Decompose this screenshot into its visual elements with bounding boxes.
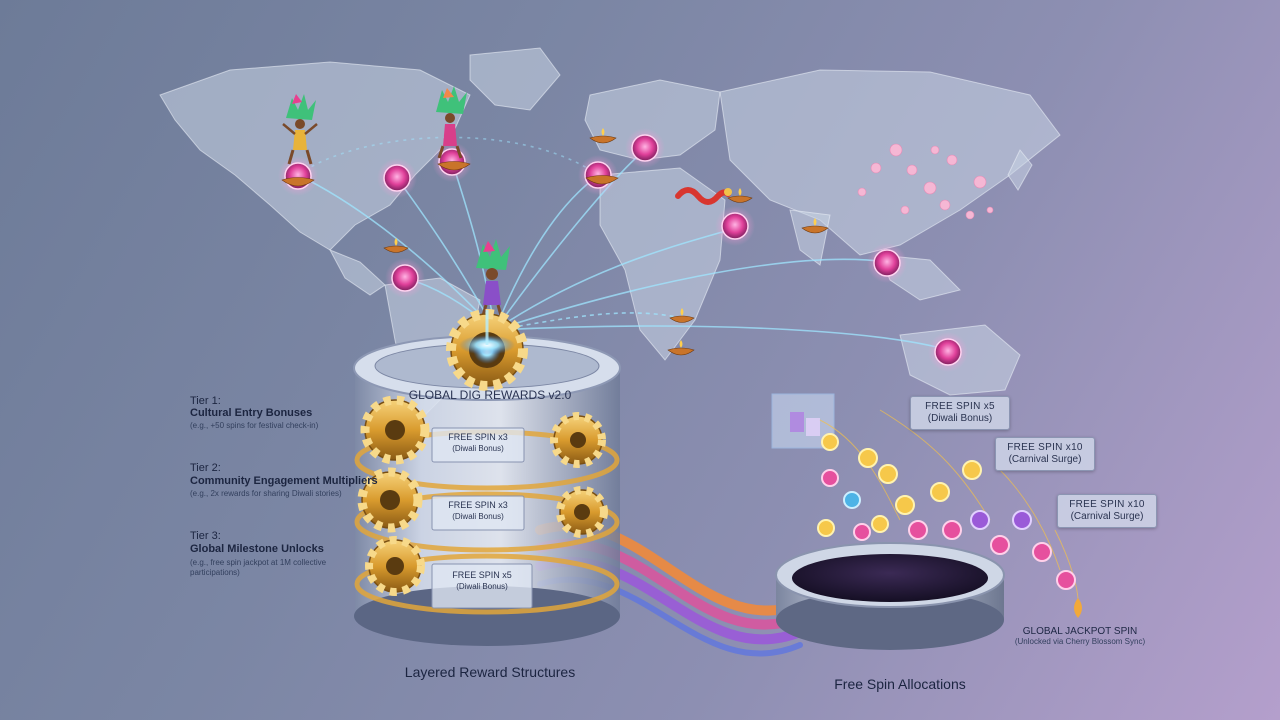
tier-2-example: (e.g., 2x rewards for sharing Diwali sto… bbox=[190, 489, 342, 498]
free-spin-card-sub: (Carnival Surge) bbox=[1008, 454, 1082, 465]
free-spin-card-title: FREE SPIN x10 bbox=[1069, 499, 1145, 510]
drum-label-plate bbox=[431, 427, 533, 609]
carnival-dancer-icon bbox=[436, 86, 467, 159]
diya-lamp-icon bbox=[281, 117, 829, 356]
asia bbox=[719, 69, 1061, 256]
spin-token bbox=[930, 482, 950, 502]
map-node bbox=[377, 158, 417, 198]
drum-label-sub: (Diwali Bonus) bbox=[456, 582, 508, 591]
europe bbox=[584, 79, 721, 161]
tier-3-name: Global Milestone Unlocks bbox=[190, 543, 324, 555]
spin-token bbox=[895, 495, 915, 515]
tier-2-name: Community Engagement Multipliers bbox=[190, 475, 378, 487]
central-america bbox=[328, 249, 386, 296]
drum-label-tier-2: FREE SPIN x3 (Diwali Bonus) bbox=[432, 500, 524, 522]
drum-label-title: FREE SPIN x5 bbox=[452, 570, 512, 580]
spin-token bbox=[817, 519, 835, 537]
drum-label-title: FREE SPIN x3 bbox=[448, 500, 508, 510]
spin-token bbox=[908, 520, 928, 540]
world-map bbox=[159, 47, 1061, 421]
north-america bbox=[159, 61, 471, 251]
map-node bbox=[278, 156, 318, 196]
tier-2-label: Tier 2: bbox=[190, 462, 221, 474]
map-node bbox=[715, 206, 755, 246]
gear-icon bbox=[360, 395, 430, 465]
tier-3-example: (e.g., free spin jackpot at 1M collectiv… bbox=[190, 558, 327, 577]
tier-1-label: Tier 1: bbox=[190, 395, 221, 407]
drum-label-tier-3: FREE SPIN x5 (Diwali Bonus) bbox=[432, 570, 532, 592]
jackpot-label: GLOBAL JACKPOT SPIN (Unlocked via Cherry… bbox=[1000, 626, 1160, 646]
portal-glow bbox=[459, 310, 515, 355]
free-spin-card-title: FREE SPIN x5 bbox=[925, 401, 995, 412]
drum-label-tier-1: FREE SPIN x3 (Diwali Bonus) bbox=[432, 432, 524, 454]
free-spin-card-sub: (Carnival Surge) bbox=[1070, 511, 1144, 522]
jackpot-title: GLOBAL JACKPOT SPIN bbox=[1022, 626, 1138, 637]
africa bbox=[599, 167, 726, 361]
dragon-icon bbox=[675, 187, 732, 205]
tier-1-example: (e.g., +50 spins for festival check-in) bbox=[190, 421, 319, 430]
spin-token bbox=[970, 510, 990, 530]
caption-layered-rewards: Layered Reward Structures bbox=[404, 664, 576, 680]
flame-icon bbox=[1074, 598, 1082, 618]
spin-token bbox=[858, 448, 878, 468]
carnival-dancer-icon bbox=[282, 94, 318, 165]
greenland bbox=[469, 47, 561, 111]
india bbox=[789, 209, 831, 266]
spin-token bbox=[990, 535, 1010, 555]
map-node bbox=[578, 155, 618, 195]
drum-label-sub: (Diwali Bonus) bbox=[452, 444, 504, 453]
free-spin-card-sub: (Diwali Bonus) bbox=[927, 413, 993, 424]
gear-icon bbox=[550, 412, 606, 468]
drum-title: GLOBAL DIG REWARDS v2.0 bbox=[408, 388, 572, 402]
collection-bowl bbox=[775, 542, 1005, 650]
gear-icon bbox=[556, 486, 608, 538]
carnival-dancer-icon bbox=[476, 239, 510, 320]
spin-token bbox=[843, 491, 861, 509]
spin-token bbox=[1056, 570, 1076, 590]
japan bbox=[1007, 149, 1033, 191]
spin-token bbox=[1012, 510, 1032, 530]
spin-token bbox=[853, 523, 871, 541]
free-spin-card: FREE SPIN x10 (Carnival Surge) bbox=[1057, 494, 1157, 528]
gear-icon bbox=[357, 467, 423, 533]
gear-icon bbox=[365, 536, 425, 596]
map-node bbox=[625, 128, 665, 168]
tier-1-name: Cultural Entry Bonuses bbox=[190, 407, 313, 419]
spin-token bbox=[821, 433, 839, 451]
free-spin-card: FREE SPIN x5 (Diwali Bonus) bbox=[910, 396, 1010, 430]
drum-label-sub: (Diwali Bonus) bbox=[452, 512, 504, 521]
free-spin-card-title: FREE SPIN x10 bbox=[1007, 442, 1083, 453]
spin-token bbox=[878, 464, 898, 484]
spin-token bbox=[962, 460, 982, 480]
map-node bbox=[928, 332, 968, 372]
caption-free-spin-allocations: Free Spin Allocations bbox=[834, 676, 966, 692]
cherry-blossom-icon bbox=[857, 143, 994, 220]
jackpot-sub: (Unlocked via Cherry Blossom Sync) bbox=[1014, 637, 1146, 646]
spin-token bbox=[821, 469, 839, 487]
spin-token bbox=[871, 515, 889, 533]
tier-3-label: Tier 3: bbox=[190, 530, 221, 542]
spin-token bbox=[1032, 542, 1052, 562]
map-node bbox=[385, 258, 425, 298]
free-spin-card: FREE SPIN x10 (Carnival Surge) bbox=[995, 437, 1095, 471]
spin-token bbox=[942, 520, 962, 540]
map-node bbox=[867, 243, 907, 283]
drum-label-title: FREE SPIN x3 bbox=[448, 432, 508, 442]
